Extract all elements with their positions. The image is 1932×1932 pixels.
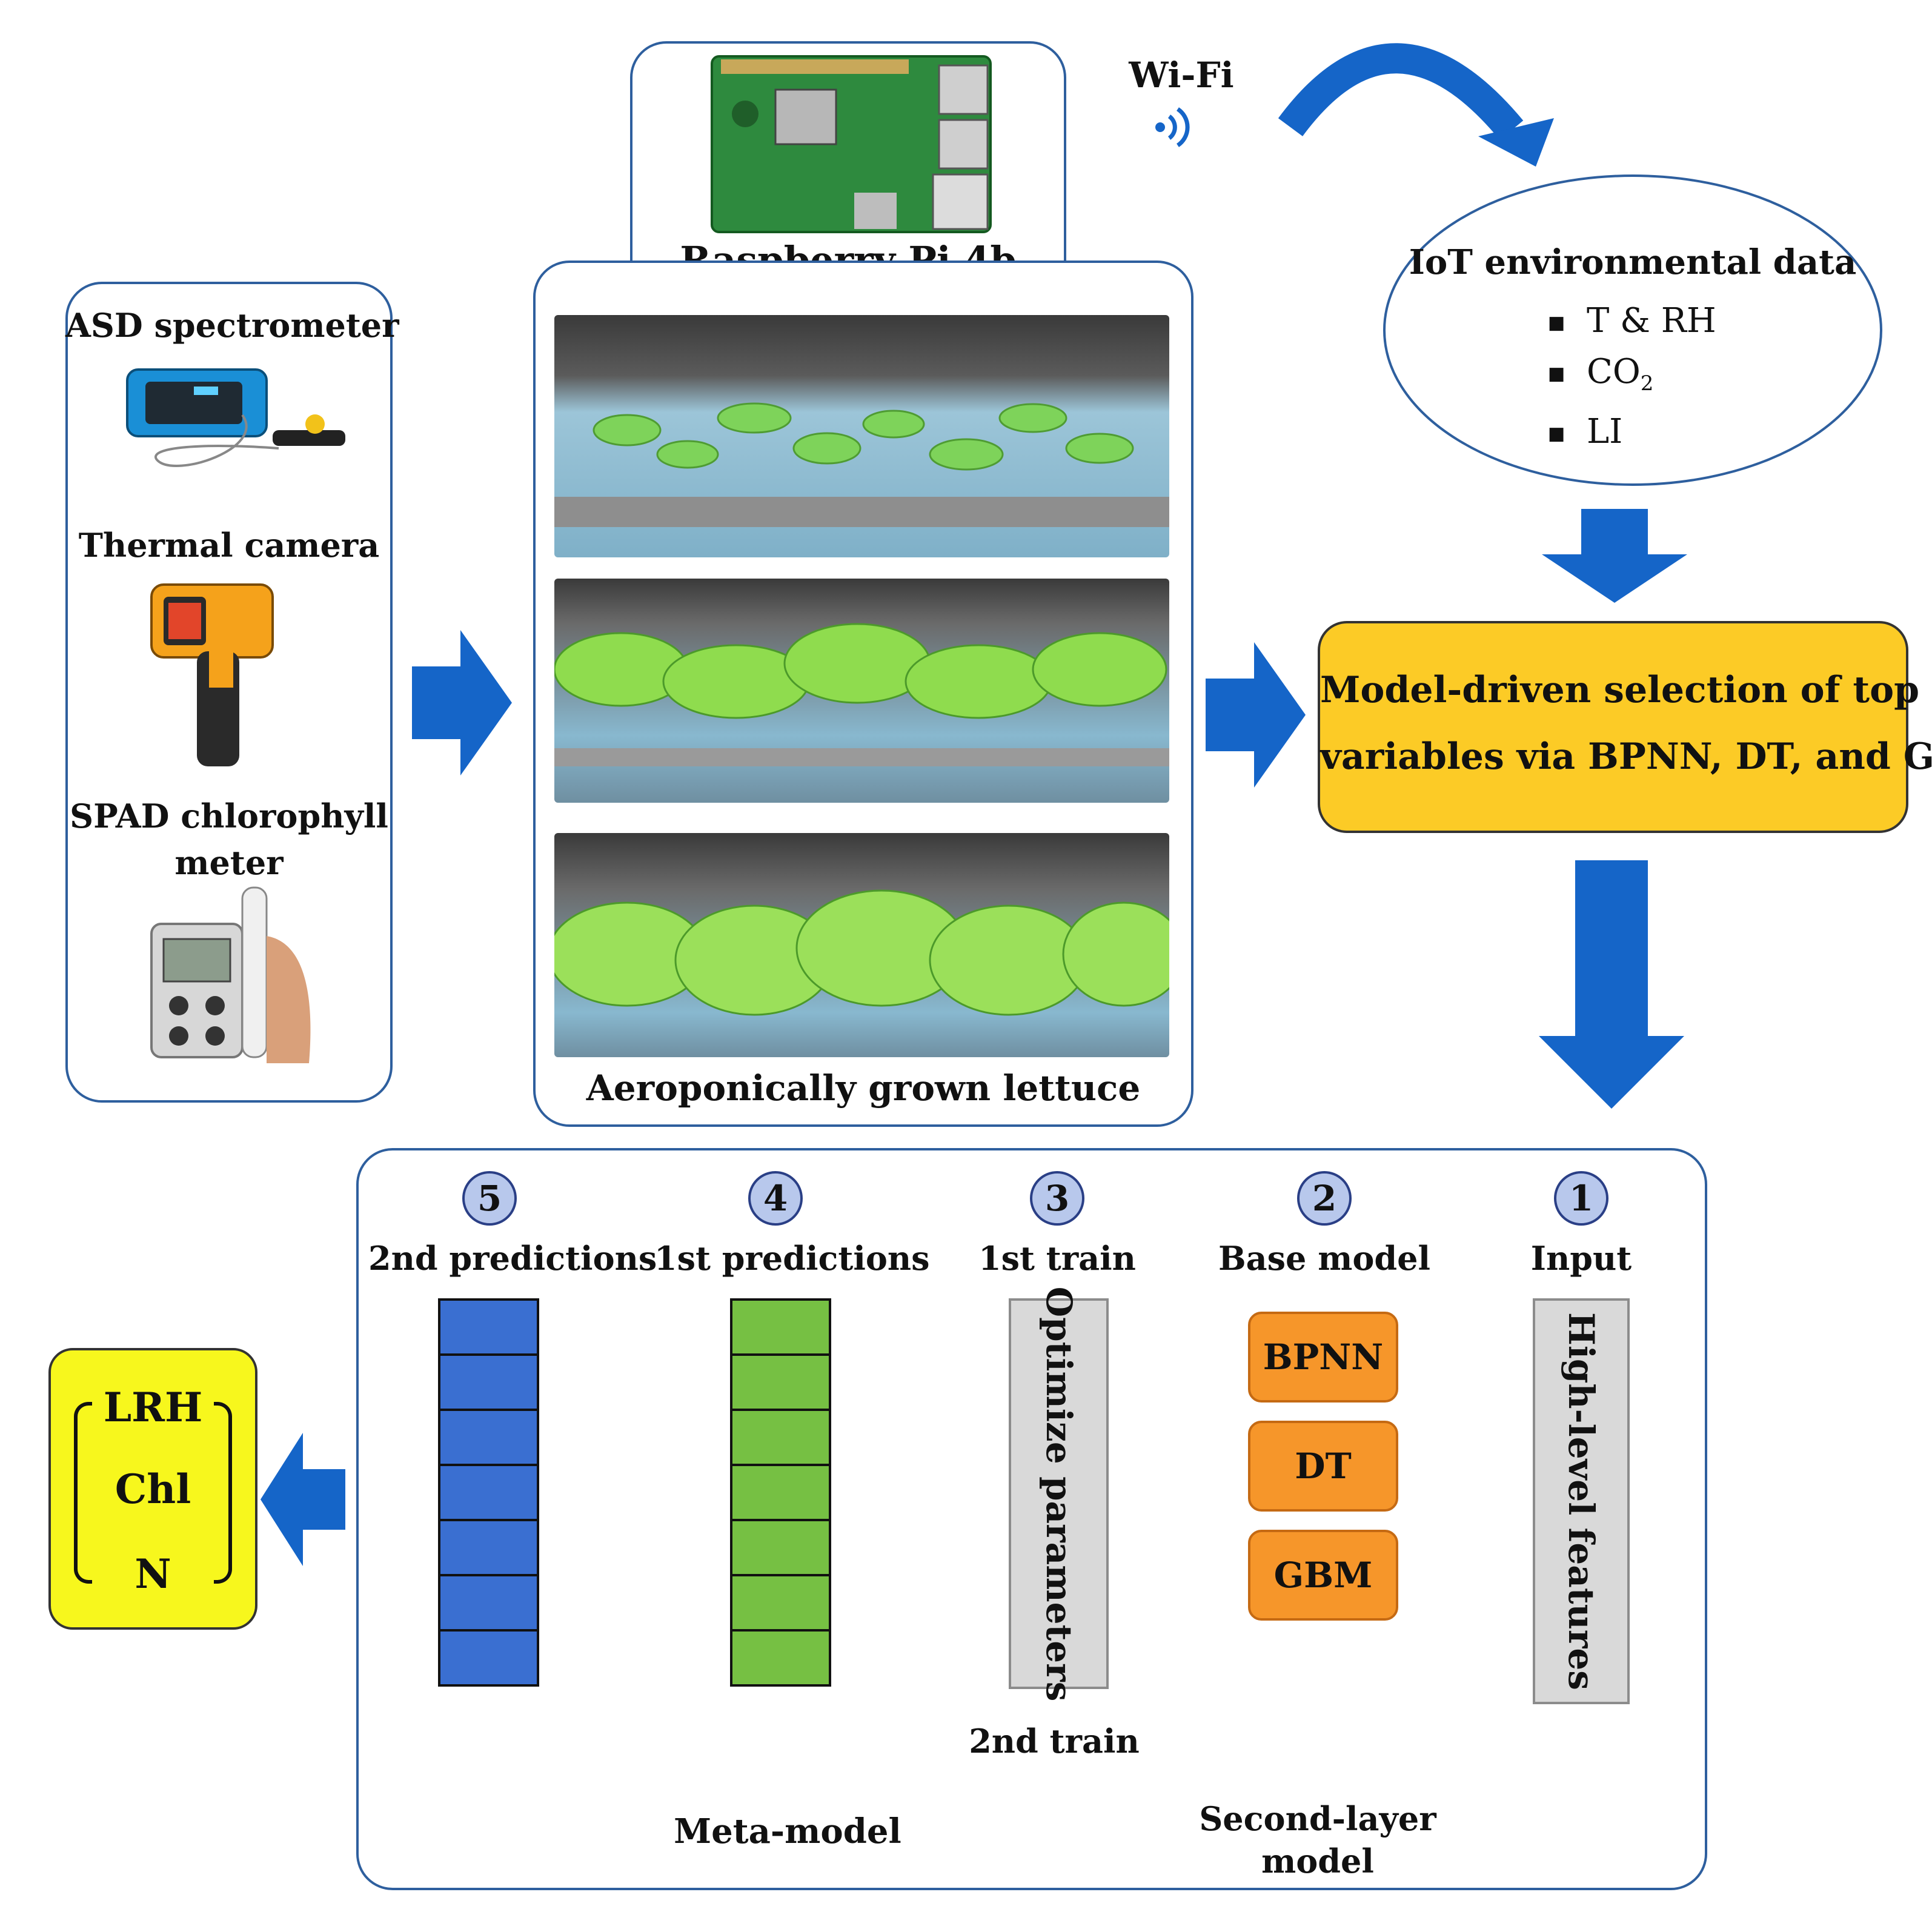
- right-bracket: [214, 1402, 232, 1584]
- thermal-label: Thermal camera: [78, 526, 380, 565]
- model-dt: DT: [1248, 1421, 1398, 1512]
- step-label-2: Base model: [1218, 1239, 1430, 1278]
- step-circle-4: 4: [748, 1171, 803, 1226]
- output-lrh: LRH: [103, 1384, 203, 1431]
- second-pred-cell: [438, 1574, 539, 1632]
- spad-label-line1: SPAD chlorophyll: [70, 797, 388, 835]
- second-pred-cell: [438, 1353, 539, 1411]
- lettuce-photo-3: [554, 833, 1169, 1057]
- meta-model-label: Meta-model: [674, 1811, 901, 1851]
- spad-meter-icon: [145, 881, 321, 1069]
- arrow-sensors-to-lettuce: [412, 630, 512, 775]
- model-bpnn: BPNN: [1248, 1312, 1398, 1403]
- spad-label-line2: meter: [174, 843, 284, 882]
- step-circle-3: 3: [1030, 1171, 1084, 1226]
- second-pred-cell: [438, 1409, 539, 1466]
- iot-list: ■ T & RH ■ CO2 ■ LI: [1548, 297, 1790, 458]
- second-pred-cell: [438, 1464, 539, 1521]
- arrow-iot-to-selection: [1542, 509, 1687, 603]
- second-pred-cell: [438, 1519, 539, 1576]
- selection-line2: variables via BPNN, DT, and GBM: [1320, 735, 1932, 778]
- outputs-box: LRH Chl N: [48, 1348, 257, 1630]
- step-label-4: 1st predictions: [654, 1239, 930, 1278]
- iot-ellipse: [1383, 174, 1882, 486]
- iot-item-li: ■ LI: [1548, 411, 1623, 451]
- second-layer-label-line2: model: [1261, 1842, 1374, 1881]
- input-features-text: High-level features: [1561, 1312, 1602, 1690]
- model-gbm: GBM: [1248, 1530, 1398, 1621]
- lettuce-photo-2: [554, 579, 1169, 803]
- first-pred-cell: [730, 1298, 831, 1356]
- raspberry-pi-board-icon: [709, 53, 994, 235]
- iot-item-co2: ■ CO2: [1548, 351, 1654, 396]
- second-train-label: 2nd train: [969, 1722, 1140, 1761]
- second-pred-cell: [438, 1629, 539, 1687]
- lettuce-caption: Aeroponically grown lettuce: [586, 1067, 1141, 1109]
- arrow-to-outputs: [261, 1433, 345, 1566]
- optimize-parameters-text: Optimize parameters: [1038, 1286, 1080, 1701]
- output-chl: Chl: [115, 1466, 191, 1513]
- curved-wifi-arrow: [1278, 43, 1524, 140]
- selection-box: Model-driven selection of top variables …: [1318, 621, 1932, 833]
- iot-item-t-rh: ■ T & RH: [1548, 301, 1716, 340]
- first-pred-cell: [730, 1353, 831, 1411]
- step-label-1: Input: [1530, 1239, 1632, 1278]
- step-circle-5: 5: [462, 1171, 517, 1226]
- lettuce-photo-1: [554, 315, 1169, 557]
- output-n: N: [134, 1550, 171, 1598]
- arrow-lettuce-to-selection: [1206, 642, 1306, 788]
- wifi-icon: [1151, 103, 1200, 151]
- first-pred-cell: [730, 1574, 831, 1632]
- first-pred-cell: [730, 1409, 831, 1466]
- selection-line1: Model-driven selection of top: [1320, 669, 1920, 711]
- first-pred-cell: [730, 1464, 831, 1521]
- second-layer-label-line1: Second-layer: [1199, 1799, 1436, 1838]
- left-bracket: [74, 1402, 92, 1584]
- first-pred-cell: [730, 1629, 831, 1687]
- first-predictions-stack: [730, 1298, 831, 1687]
- step-circle-1: 1: [1554, 1171, 1608, 1226]
- curved-wifi-arrowhead: [1478, 118, 1554, 167]
- wifi-label: Wi-Fi: [1129, 55, 1234, 96]
- spectrometer-icon: [121, 357, 357, 497]
- first-pred-cell: [730, 1519, 831, 1576]
- arrow-selection-to-stacking: [1539, 860, 1684, 1109]
- step-label-3: 1st train: [978, 1239, 1136, 1278]
- input-features-box: High-level features: [1533, 1298, 1630, 1704]
- second-pred-cell: [438, 1298, 539, 1356]
- step-circle-2: 2: [1297, 1171, 1352, 1226]
- optimize-parameters-box: Optimize parameters: [1009, 1286, 1109, 1701]
- step-label-5: 2nd predictions: [368, 1239, 657, 1278]
- iot-title: IoT environmental data: [1409, 242, 1857, 282]
- second-predictions-stack: [438, 1298, 539, 1687]
- thermal-camera-icon: [139, 579, 285, 772]
- asd-label: ASD spectrometer: [65, 306, 399, 345]
